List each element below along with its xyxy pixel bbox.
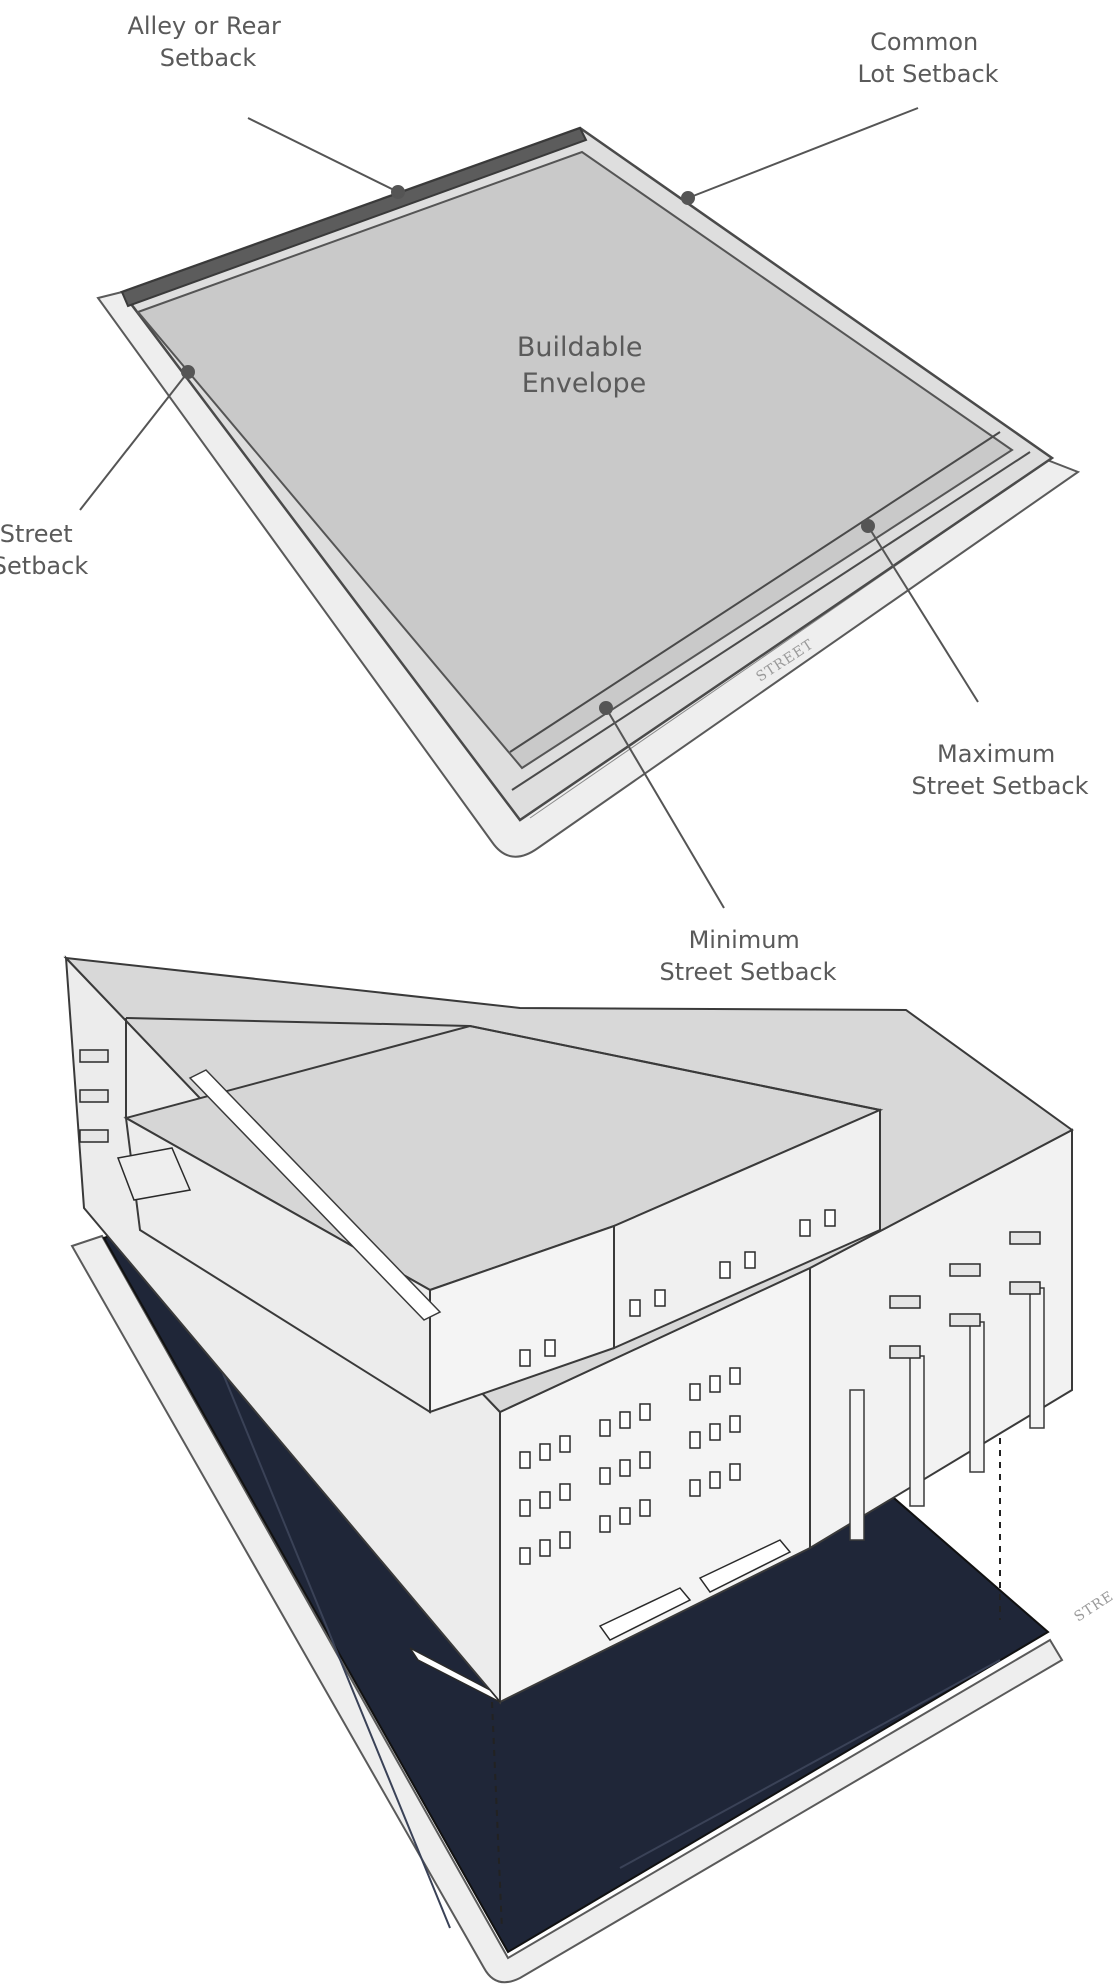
buildable-envelope-label: Buildable Envelope <box>517 332 651 399</box>
callout-labels: Alley or Rear Setback Common Lot Setback… <box>0 12 1089 986</box>
sidewalk-bottom <box>70 1234 1064 1984</box>
callout-leaders <box>79 107 979 909</box>
lot-plan: STREET <box>96 126 1081 858</box>
street-setback-label: Street Setback <box>0 520 88 580</box>
rear-setback-band <box>120 126 588 308</box>
buildable-envelope-area <box>136 150 1014 770</box>
building-diagram: STRE <box>63 955 1117 1984</box>
minimum-setback-line <box>511 451 1031 791</box>
maximum-setback-line <box>509 431 1001 753</box>
minimum-street-setback-label: Minimum Street Setback <box>660 926 837 986</box>
common-lot-setback-label: Common Lot Setback <box>857 28 998 88</box>
street-label-bottom: STRE <box>1071 1588 1116 1625</box>
alley-rear-setback-label: Alley or Rear Setback <box>127 12 288 72</box>
facade-windows <box>519 1209 836 1565</box>
maximum-street-setback-label: Maximum Street Setback <box>912 740 1089 800</box>
